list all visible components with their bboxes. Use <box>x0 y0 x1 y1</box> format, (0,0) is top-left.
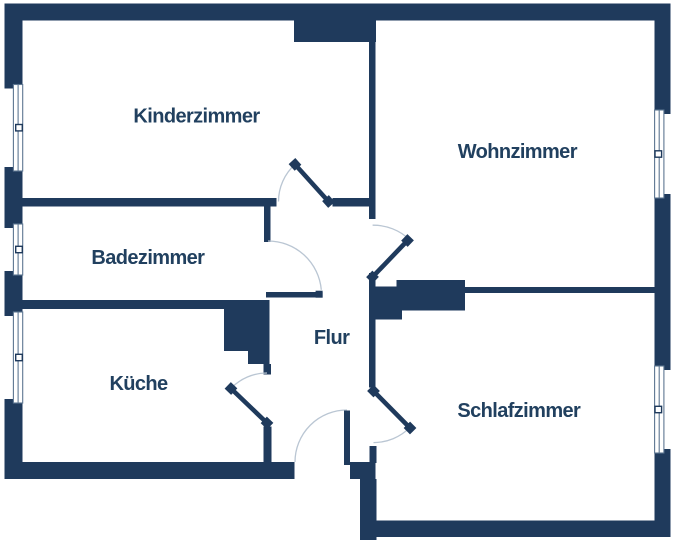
svg-text:Schlafzimmer: Schlafzimmer <box>457 400 581 422</box>
svg-text:Wohnzimmer: Wohnzimmer <box>458 141 578 163</box>
svg-text:Badezimmer: Badezimmer <box>91 247 205 269</box>
svg-text:Kinderzimmer: Kinderzimmer <box>133 106 260 128</box>
svg-text:Küche: Küche <box>109 373 168 395</box>
svg-text:Flur: Flur <box>314 327 350 349</box>
